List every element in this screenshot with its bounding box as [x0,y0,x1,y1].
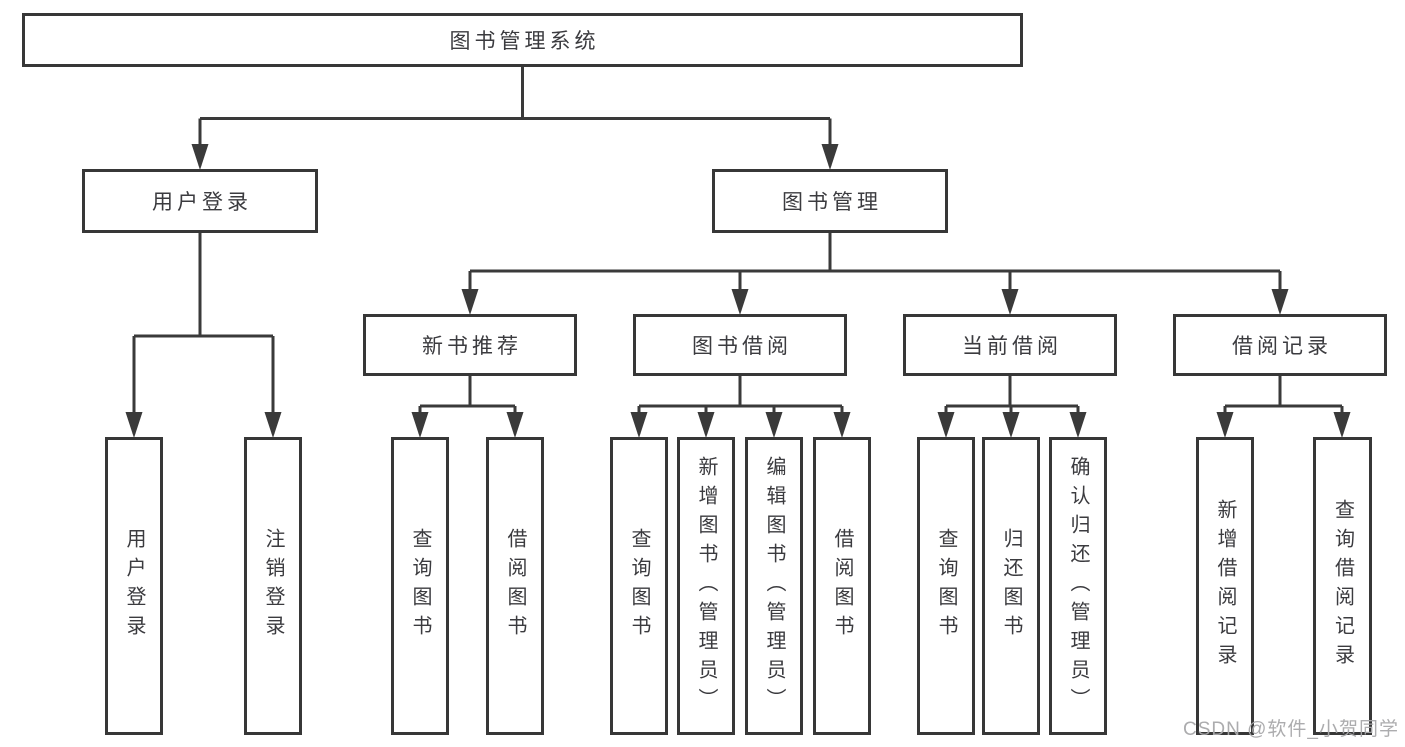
node-library-management-system: 图书管理系统 [22,13,1023,67]
leaf-label: 查询借阅记录 [1331,499,1354,673]
leaf-edit-books-admin: 编辑图书（管理员） [745,437,803,735]
leaf-query-books-recommend: 查询图书 [391,437,449,735]
node-new-book-recommendation: 新书推荐 [363,314,577,376]
node-label: 图书管理系统 [449,30,600,53]
leaf-query-books-current: 查询图书 [917,437,975,735]
leaf-query-borrow-record: 查询借阅记录 [1313,437,1372,735]
leaf-label: 归还图书 [1000,528,1022,644]
leaf-label: 借阅图书 [504,528,526,644]
leaf-label: 注销登录 [262,528,284,644]
node-borrowing-records: 借阅记录 [1173,314,1387,376]
leaf-label: 编辑图书（管理员） [763,455,785,717]
node-label: 图书借阅 [692,335,792,358]
node-label: 图书管理 [782,191,882,214]
node-label: 当前借阅 [962,335,1062,358]
node-user-login: 用户登录 [82,169,318,233]
node-book-borrowing: 图书借阅 [633,314,847,376]
node-current-borrowing: 当前借阅 [903,314,1117,376]
leaf-add-books-admin: 新增图书（管理员） [677,437,735,735]
watermark: CSDN @软件_小贺同学 [1183,719,1399,740]
node-label: 新书推荐 [422,335,522,358]
leaf-logout: 注销登录 [244,437,302,735]
leaf-label: 查询图书 [935,528,957,644]
leaf-label: 借阅图书 [831,528,853,644]
leaf-label: 确认归还（管理员） [1067,455,1089,717]
node-label: 借阅记录 [1232,335,1332,358]
leaf-user-login: 用户登录 [105,437,163,735]
leaf-confirm-return-admin: 确认归还（管理员） [1049,437,1107,735]
leaf-label: 用户登录 [123,528,145,644]
leaf-add-borrow-record: 新增借阅记录 [1196,437,1254,735]
leaf-borrow-books-recommend: 借阅图书 [486,437,544,735]
node-label: 用户登录 [152,191,252,214]
leaf-return-books: 归还图书 [982,437,1040,735]
leaf-query-books-borrow: 查询图书 [610,437,668,735]
leaf-label: 新增图书（管理员） [695,455,717,717]
leaf-label: 查询图书 [628,528,650,644]
leaf-borrow-books: 借阅图书 [813,437,871,735]
node-book-management: 图书管理 [712,169,948,233]
leaf-label: 查询图书 [409,528,431,644]
leaf-label: 新增借阅记录 [1214,499,1236,673]
